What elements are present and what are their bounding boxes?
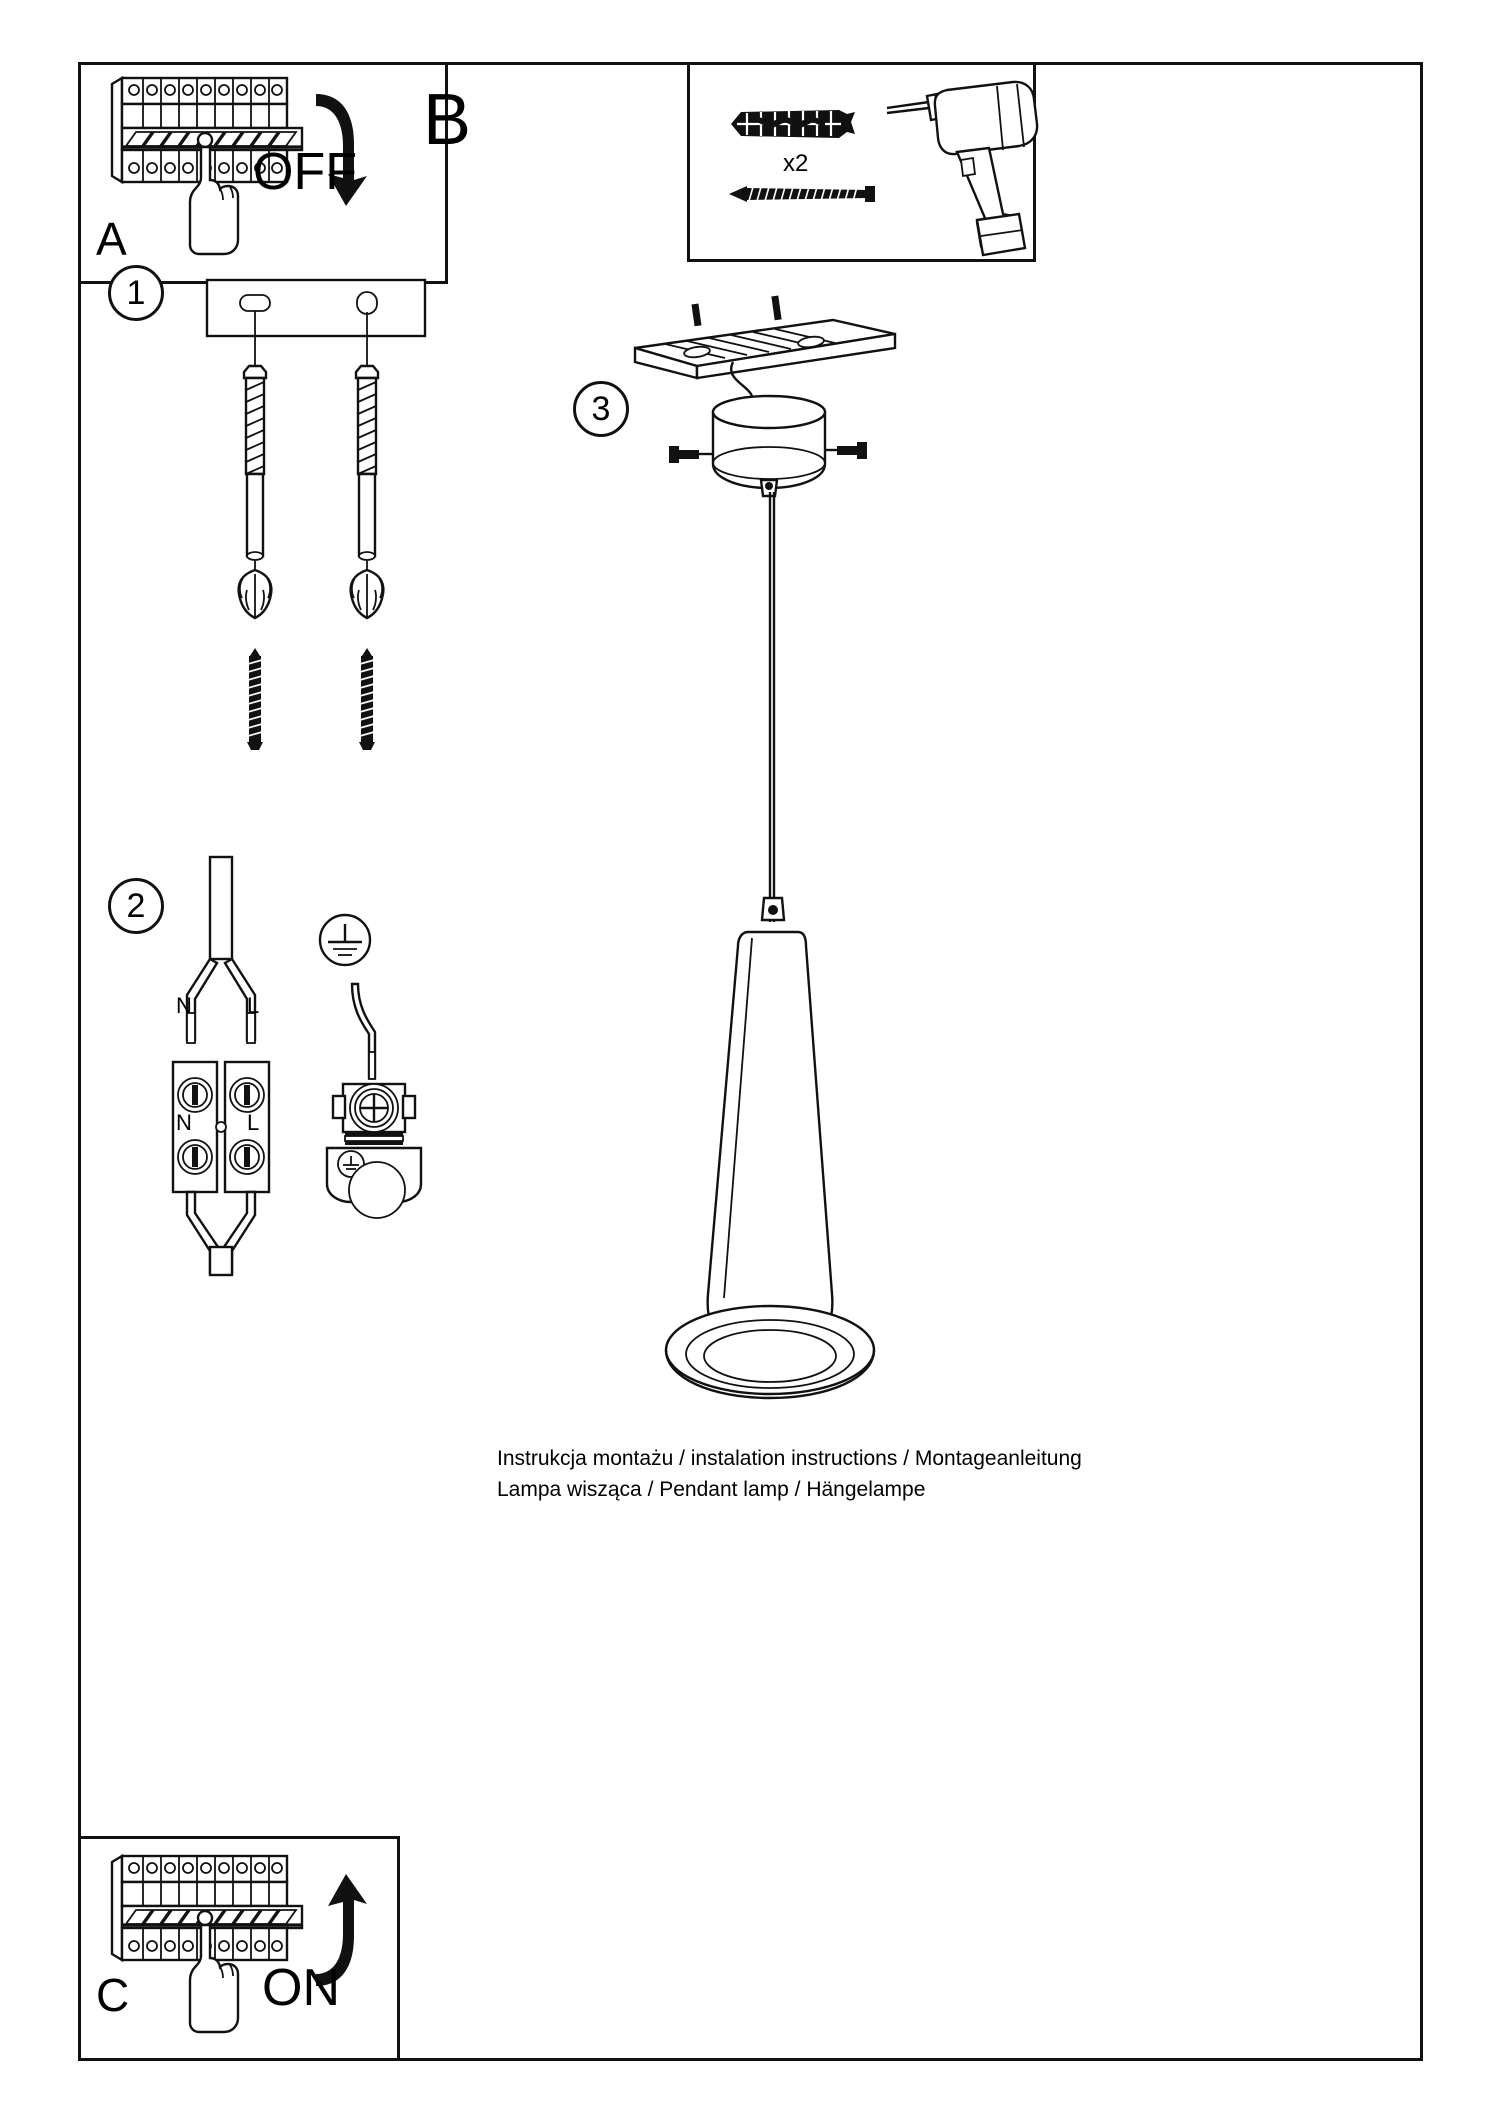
panel-a-off-label: OFF <box>253 143 357 201</box>
panel-b-letter: B <box>423 80 472 160</box>
panel-c-letter: C <box>96 1969 130 2021</box>
step-1-number: 1 <box>126 273 146 312</box>
step-2-number: 2 <box>126 886 146 925</box>
panel-a-breaker-illustration <box>106 70 406 270</box>
step-2-badge: 2 <box>108 878 164 934</box>
step-3-canopy-illustration <box>625 295 905 540</box>
set-screw-icon <box>669 446 713 463</box>
set-screw-icon <box>825 442 867 459</box>
suspension-cable-icon <box>765 492 779 922</box>
terminal-label-n-bottom: N <box>176 1110 192 1135</box>
wood-screw-icon <box>727 178 877 210</box>
pointing-hand-icon <box>188 131 240 256</box>
cone-lampshade-icon <box>600 896 920 1448</box>
step-3-badge: 3 <box>573 381 629 437</box>
curved-arrow-down-icon <box>316 94 367 206</box>
panel-c-breaker-illustration <box>106 1848 406 2048</box>
wood-screw-icon <box>359 648 375 750</box>
caption-line-1: Instrukcja montażu / instalation instruc… <box>497 1447 1082 1470</box>
panel-a-letter: A <box>96 213 127 265</box>
ground-terminal-illustration <box>315 912 445 1219</box>
curved-arrow-up-icon <box>316 1874 367 1986</box>
power-drill-icon <box>885 80 1045 260</box>
panel-c-on-label: ON <box>262 1959 340 2017</box>
terminal-label-n-top: N <box>176 993 192 1018</box>
wall-plug-anchor-icon <box>727 100 867 150</box>
terminal-label-l-bottom: L <box>247 1110 260 1135</box>
caption-line-2: Lampa wisząca / Pendant lamp / Hängelamp… <box>497 1478 926 1501</box>
step-1-badge: 1 <box>108 265 164 321</box>
terminal-block-illustration <box>165 855 345 1277</box>
anchor-quantity-label: x2 <box>783 150 809 177</box>
earth-ground-symbol-icon <box>318 913 372 967</box>
pointing-hand-icon <box>188 1909 240 2034</box>
step-3-number: 3 <box>591 389 611 428</box>
step-1-illustration <box>195 278 455 758</box>
caption-block: Instrukcja montażu / instalation instruc… <box>497 1443 1082 1505</box>
wood-screw-icon <box>247 648 263 750</box>
terminal-label-l-top: L <box>247 993 260 1018</box>
